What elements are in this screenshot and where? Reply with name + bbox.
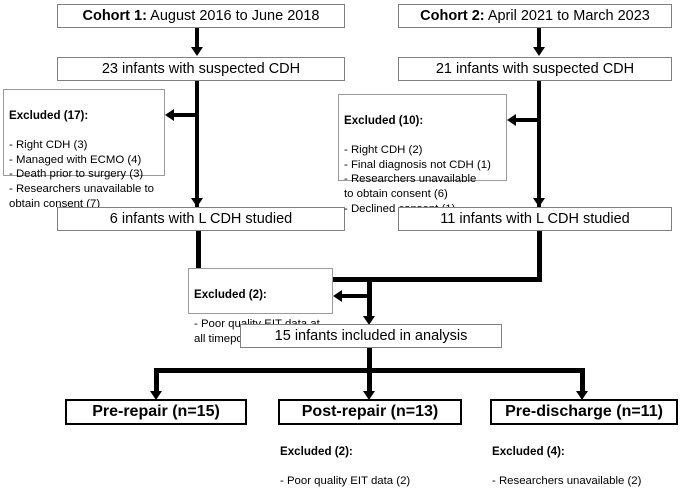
timepoint-box-pre-repair: Pre-repair (n=15) xyxy=(65,399,247,425)
pre-discharge-excluded-body: - Researchers unavailable (2) - Poor qua… xyxy=(492,475,642,488)
cohort2-excluded-title: Excluded (10): xyxy=(344,113,424,127)
cohort1-studied-label: 6 infants with L CDH studied xyxy=(109,210,293,227)
merge-stub-right xyxy=(537,231,542,281)
cohort2-connector-1 xyxy=(537,28,541,49)
cohort2-arrow-2-icon xyxy=(533,198,545,207)
cohort1-connector-1 xyxy=(195,28,199,49)
merge-arrow-icon xyxy=(363,316,375,325)
cohort1-arrow-2-icon xyxy=(191,198,203,207)
split-stub-post-repair xyxy=(367,368,372,394)
split-down-from-analysis xyxy=(367,348,372,372)
merge-excluded-box: Excluded (2): - Poor quality EIT data at… xyxy=(188,268,333,345)
cohort1-excluded-connector xyxy=(174,113,199,117)
cohort2-excluded-box: Excluded (10): - Right CDH (2) - Final d… xyxy=(338,94,507,215)
cohort1-suspected-box: 23 infants with suspected CDH xyxy=(57,57,345,81)
merge-down-to-analysis xyxy=(367,277,372,320)
merge-excluded-title: Excluded (2): xyxy=(194,287,267,301)
timepoint-box-pre-discharge: Pre-discharge (n=11) xyxy=(490,399,678,425)
cohort2-arrow-1-icon xyxy=(533,47,545,56)
pre-discharge-excluded-title: Excluded (4): xyxy=(492,445,565,459)
merge-excluded-arrow-icon xyxy=(333,290,342,302)
cohort2-studied-box: 11 infants with L CDH studied xyxy=(398,207,672,231)
timepoint-label-pre-repair: Pre-repair (n=15) xyxy=(92,402,220,420)
cohort2-excluded-connector xyxy=(516,118,541,122)
cohort1-arrow-1-icon xyxy=(191,47,203,56)
split-arrow-pre-discharge-icon xyxy=(576,391,588,400)
cohort2-excluded-body: - Right CDH (2) - Final diagnosis not CD… xyxy=(344,143,491,216)
merge-stub-left xyxy=(196,231,201,281)
split-stub-pre-repair xyxy=(154,368,159,394)
cohort1-header-box: Cohort 1: August 2016 to June 2018 xyxy=(57,4,345,28)
timepoint-excluded-post-repair: Excluded (2): - Poor quality EIT data (2… xyxy=(280,429,470,488)
cohort2-studied-label: 11 infants with L CDH studied xyxy=(440,210,630,227)
cohort1-studied-box: 6 infants with L CDH studied xyxy=(57,207,345,231)
cohort1-excluded-title: Excluded (17): xyxy=(9,108,89,122)
cohort1-excluded-body: - Right CDH (3) - Managed with ECMO (4) … xyxy=(9,138,154,211)
split-stub-pre-discharge xyxy=(580,368,585,394)
cohort2-header-lead: Cohort 2: xyxy=(420,7,485,24)
cohort1-connector-2 xyxy=(195,81,199,207)
cohort1-header-lead: Cohort 1: xyxy=(82,7,147,24)
timepoint-excluded-pre-discharge: Excluded (4): - Researchers unavailable … xyxy=(492,429,685,488)
cohort1-header-rest: August 2016 to June 2018 xyxy=(146,7,320,24)
cohort2-connector-2 xyxy=(537,81,541,207)
cohort2-suspected-box: 21 infants with suspected CDH xyxy=(398,57,672,81)
cohort2-excluded-arrow-icon xyxy=(507,114,516,126)
cohort2-suspected-label: 21 infants with suspected CDH xyxy=(435,60,635,77)
analysis-included-box: 15 infants included in analysis xyxy=(240,324,502,348)
timepoint-box-post-repair: Post-repair (n=13) xyxy=(278,399,462,425)
split-arrow-pre-repair-icon xyxy=(150,391,162,400)
merge-excluded-connector xyxy=(342,294,370,298)
cohort1-excluded-box: Excluded (17): - Right CDH (3) - Managed… xyxy=(3,89,165,210)
post-repair-excluded-body: - Poor quality EIT data (2) xyxy=(280,475,411,488)
timepoint-label-pre-discharge: Pre-discharge (n=11) xyxy=(505,402,663,420)
cohort1-suspected-label: 23 infants with suspected CDH xyxy=(101,60,301,77)
post-repair-excluded-title: Excluded (2): xyxy=(280,445,353,459)
cohort2-header-box: Cohort 2: April 2021 to March 2023 xyxy=(398,4,672,28)
analysis-included-label: 15 infants included in analysis xyxy=(274,327,468,344)
timepoint-label-post-repair: Post-repair (n=13) xyxy=(301,402,439,420)
cohort2-header-rest: April 2021 to March 2023 xyxy=(484,7,650,24)
cohort1-excluded-arrow-icon xyxy=(165,109,174,121)
split-arrow-post-repair-icon xyxy=(363,391,375,400)
